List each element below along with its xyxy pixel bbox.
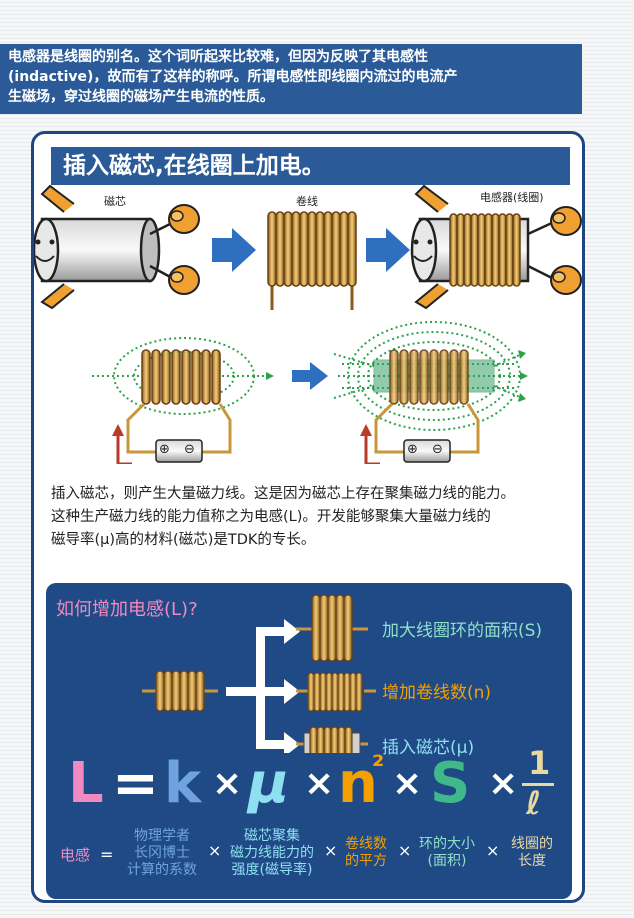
intro-line: 生磁场，穿过线圈的磁场产生电流的性质。 [8, 89, 274, 105]
formula-squared: ² [372, 749, 385, 782]
explain-length-line: 线圈的 [511, 836, 553, 852]
explain-times: × [486, 841, 500, 860]
circuit-without-core [92, 337, 274, 464]
paragraph-line: 插入磁芯，则产生大量磁力线。这是因为磁芯上存在聚集磁力线的能力。 [51, 486, 515, 502]
inductor-character-icon [410, 184, 582, 310]
label-coil: 卷线 [296, 195, 318, 208]
arrow-right-icon [292, 362, 328, 390]
explain-mu-line: 磁芯聚集 [244, 828, 300, 844]
large-coil-icon [296, 594, 368, 662]
explain-inductance: 电感 [60, 846, 91, 864]
explain-equals: = [100, 845, 114, 864]
explain-S-line: 环的大小 [419, 836, 475, 852]
formula-one: 1 [528, 744, 551, 782]
intro-banner: 电感器是线圈的别名。这个词听起来比较难，但因为反映了其电感性 (indactiv… [0, 44, 582, 114]
paragraph-line: 这种生产磁力线的能力值称之为电感(L)。开发能够聚集大量磁力线的 [51, 509, 491, 525]
intro-line: (indactive)，故而有了这样的称呼。所谓电感性即线圈内流过的电流产 [8, 69, 458, 85]
label-inductor: 电感器(线圈) [480, 191, 544, 204]
explain-mu: 磁芯聚集 磁力线能力的 强度(磁导率) [222, 828, 322, 879]
arrow-right-icon [212, 228, 256, 272]
formula-equals: = [112, 751, 159, 816]
explain-mu-line: 磁力线能力的 [230, 845, 314, 861]
branch-area-label: 加大线圈环的面积(S) [382, 621, 543, 641]
branch-diagram [142, 594, 376, 753]
formula-times: × [488, 763, 519, 804]
formula-fraction-bar [522, 783, 554, 786]
battery-plus-icon: ⊕ [407, 442, 418, 457]
explain-length-line: 长度 [518, 853, 546, 869]
intro-line: 电感器是线圈的别名。这个词听起来比较难，但因为反映了其电感性 [8, 49, 428, 65]
battery-plus-icon: ⊕ [159, 442, 170, 457]
panel-question: 如何增加电感(L)? [56, 599, 198, 620]
explain-times: × [208, 841, 222, 860]
explain-n-line: 卷线数 [345, 836, 387, 852]
explain-length: 线圈的 长度 [502, 836, 562, 870]
formula-length: ℓ [526, 784, 542, 822]
how-to-increase-panel: 如何增加电感(L)? [46, 583, 572, 899]
formula-L: L [68, 751, 104, 816]
small-coil-icon [142, 670, 218, 712]
formula-n: n [338, 751, 378, 816]
explanation-paragraph: 插入磁芯，则产生大量磁力线。这是因为磁芯上存在聚集磁力线的能力。 这种生产磁力线… [51, 483, 571, 552]
many-turns-coil-icon [296, 672, 376, 712]
explain-times: × [398, 841, 412, 860]
explain-S-line: (面积) [427, 853, 467, 869]
explain-k-line: 长冈博士 [134, 845, 190, 861]
coil-icon [267, 211, 357, 310]
explain-k: 物理学者 长冈博士 计算的系数 [116, 828, 208, 879]
core-character-icon [34, 184, 200, 310]
explain-times: × [324, 841, 338, 860]
explain-n: 卷线数 的平方 [338, 836, 394, 870]
cored-coil-icon [296, 726, 368, 753]
coil-illustrations [34, 184, 582, 464]
card-title: 插入磁芯,在线圈上加电。 [51, 147, 570, 185]
arrow-right-icon [366, 228, 410, 272]
formula-S: S [430, 751, 471, 816]
formula-times: × [392, 763, 423, 804]
branch-core-label: 插入磁芯(μ) [382, 738, 475, 758]
battery-minus-icon: ⊖ [184, 442, 195, 457]
formula-k: k [164, 751, 202, 816]
explain-mu-line: 强度(磁导率) [231, 862, 313, 878]
explain-k-line: 物理学者 [134, 828, 190, 844]
formula-mu: μ [248, 751, 290, 816]
explain-S: 环的大小 (面积) [412, 836, 482, 870]
circuit-with-core [333, 321, 528, 464]
explain-n-line: 的平方 [345, 853, 387, 869]
formula-times: × [212, 763, 243, 804]
paragraph-line: 磁导率(μ)高的材料(磁芯)是TDK的专长。 [51, 532, 316, 548]
formula-times: × [304, 763, 335, 804]
explain-k-line: 计算的系数 [127, 862, 197, 878]
battery-minus-icon: ⊖ [432, 442, 443, 457]
branch-turns-label: 增加卷线数(n) [382, 683, 492, 703]
label-core: 磁芯 [104, 195, 126, 208]
main-card: 插入磁芯,在线圈上加电。 磁芯 卷线 电感器(线圈) [31, 131, 585, 903]
